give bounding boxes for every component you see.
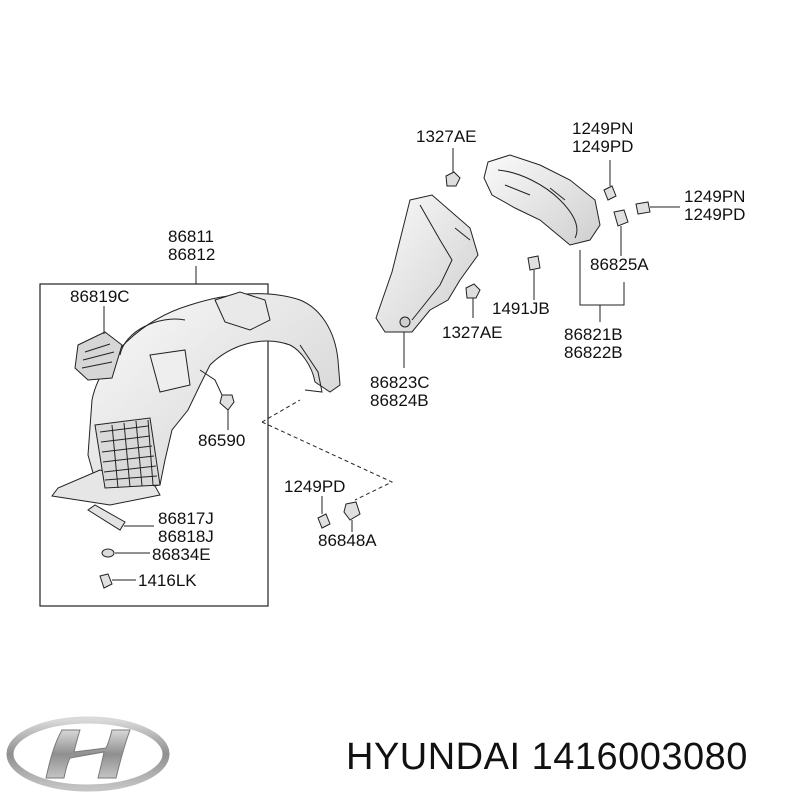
bracket-86821b	[483, 154, 601, 246]
clip-1491jb	[527, 255, 541, 271]
label-86848a: 86848A	[318, 531, 377, 550]
label-1249pd-c: 1249PD	[284, 477, 346, 496]
hyundai-logo-icon	[6, 716, 170, 792]
screw-1249pn-right	[635, 201, 651, 215]
label-1249pd-b: 1249PD	[684, 205, 746, 224]
label-1327ae-top: 1327AE	[416, 127, 477, 146]
bracket-86823c	[375, 194, 479, 333]
nut-1327ae-top	[445, 171, 461, 187]
label-1249pd-a: 1249PD	[572, 137, 634, 156]
label-86821b: 86821B	[564, 325, 623, 344]
clip-86819c	[74, 331, 123, 381]
label-1491jb: 1491JB	[492, 299, 550, 318]
label-86822b: 86822B	[564, 343, 623, 362]
label-86823c: 86823C	[370, 373, 430, 392]
label-86590: 86590	[198, 431, 246, 450]
label-1249pn-b: 1249PN	[684, 187, 746, 206]
label-86817j: 86817J	[158, 509, 214, 528]
screw-1249pn-top	[603, 185, 617, 201]
washer-86834e	[101, 548, 115, 558]
dashed-connector	[261, 399, 394, 501]
clip-86825a	[613, 209, 629, 227]
label-1327ae-mid: 1327AE	[442, 323, 503, 342]
label-86825a: 86825A	[590, 255, 649, 274]
label-86834e: 86834E	[152, 545, 211, 564]
label-86811: 86811	[168, 227, 215, 246]
wheel-guard-liner	[51, 291, 341, 506]
label-1249pn-a: 1249PN	[572, 119, 634, 138]
group-frame	[39, 283, 269, 607]
screw-1416lk	[99, 573, 113, 589]
strip-86817j	[87, 504, 126, 531]
brand-part-number: HYUNDAI 1416003080	[346, 736, 748, 778]
label-1416lk: 1416LK	[138, 571, 197, 590]
label-86812: 86812	[168, 245, 216, 264]
label-86819c: 86819C	[70, 287, 130, 306]
bolt-1249pd-lower	[317, 501, 361, 529]
label-86824b: 86824B	[370, 391, 429, 410]
screw-86590	[219, 394, 235, 411]
label-86818j: 86818J	[158, 527, 214, 546]
leader-86821b	[579, 250, 625, 322]
nut-1327ae-mid	[465, 283, 481, 299]
